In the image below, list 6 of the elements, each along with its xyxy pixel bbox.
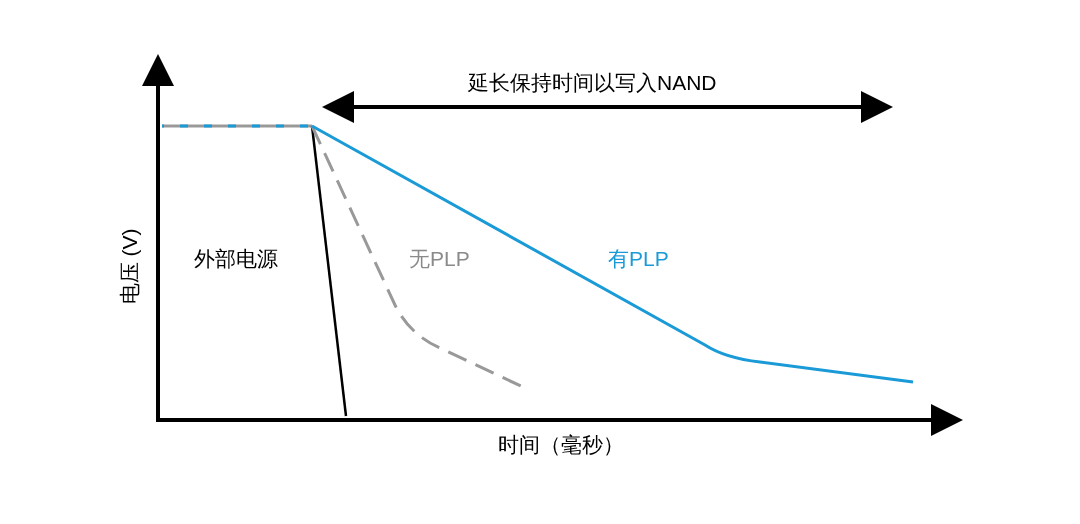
curve-label: 无PLP (409, 248, 470, 269)
curve-label: 外部电源 (194, 248, 278, 269)
curve-label: 有PLP (608, 248, 669, 269)
span-label: 延长保持时间以写入NAND (468, 72, 717, 93)
axis-label: 时间（毫秒） (498, 434, 624, 455)
axis-label: 电压 (V) (118, 227, 140, 307)
